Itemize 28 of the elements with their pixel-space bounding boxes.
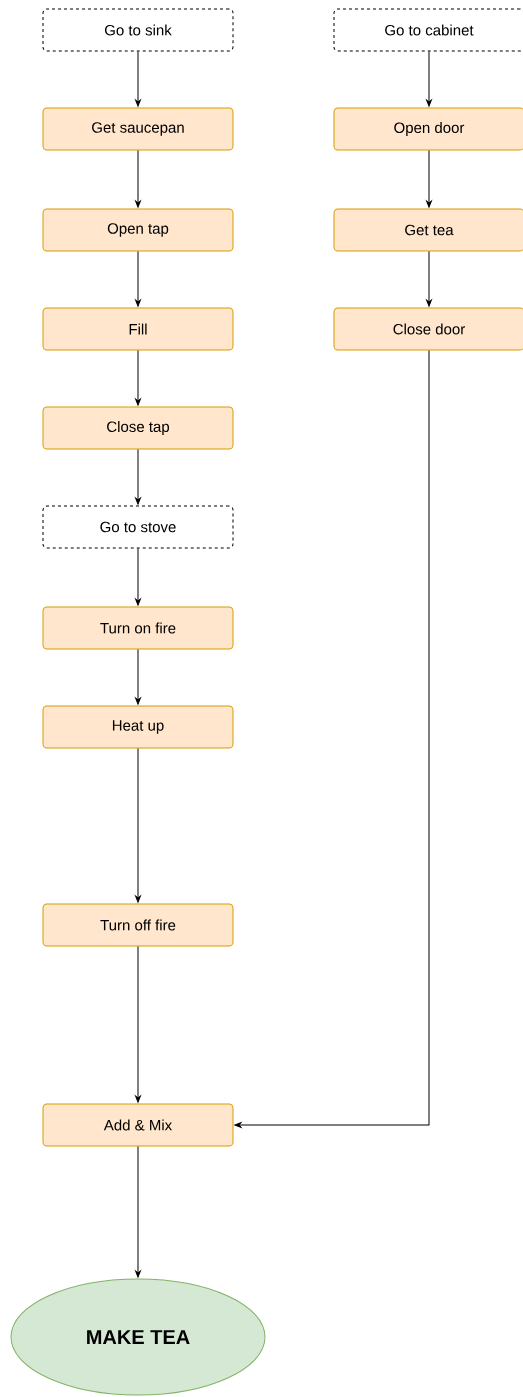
process-box: Close tap — [42, 406, 234, 450]
arrow — [426, 251, 432, 307]
process-box: Turn off fire — [42, 903, 234, 947]
process-box: Add & Mix — [42, 1103, 234, 1147]
process-box: Get tea — [333, 208, 523, 252]
arrow — [135, 51, 141, 107]
process-box: Heat up — [42, 705, 234, 749]
process-box: Open tap — [42, 208, 234, 252]
process-box: Turn on fire — [42, 606, 234, 650]
arrow — [135, 946, 141, 1103]
arrow — [426, 150, 432, 208]
arrow — [135, 150, 141, 208]
dashed-box: Go to cabinet — [333, 8, 523, 52]
process-box: Get saucepan — [42, 107, 234, 151]
arrow — [135, 251, 141, 307]
dashed-box: Go to stove — [42, 505, 234, 549]
arrow — [426, 51, 432, 107]
arrow — [135, 548, 141, 606]
process-box: Fill — [42, 307, 234, 351]
arrow — [135, 649, 141, 705]
arrow — [135, 350, 141, 406]
arrow — [135, 449, 141, 505]
arrow — [135, 748, 141, 903]
arrow — [234, 350, 430, 1128]
arrow — [135, 1146, 141, 1278]
process-box: Open door — [333, 107, 523, 151]
process-box: Close door — [333, 307, 523, 351]
dashed-box: Go to sink — [42, 8, 234, 52]
